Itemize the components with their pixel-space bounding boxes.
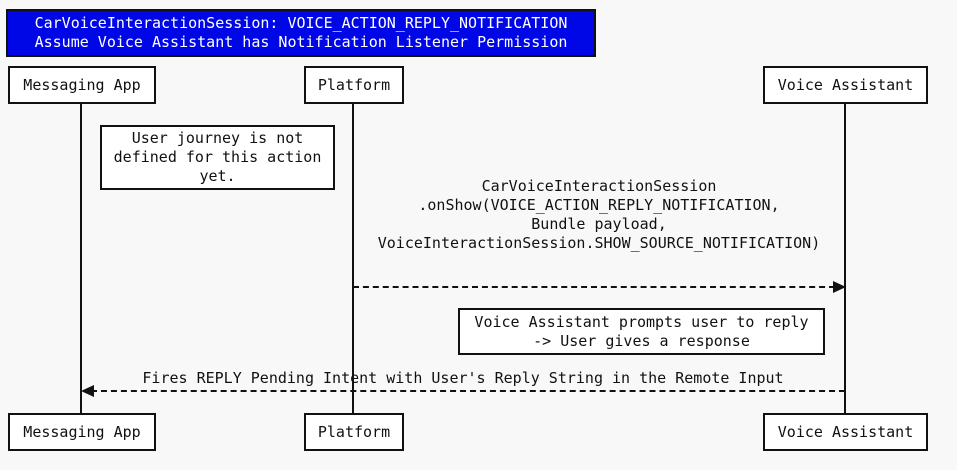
arrowhead-right-icon [833, 281, 846, 293]
message-onshow-arrow [353, 286, 835, 288]
participant-bottom-voice-assistant: Voice Assistant [763, 413, 928, 451]
note-voice-assistant-prompt: Voice Assistant prompts user to reply ->… [458, 308, 825, 355]
lifeline-voice-assistant [844, 104, 846, 414]
participant-top-voice-assistant: Voice Assistant [763, 66, 928, 104]
note-user-journey: User journey is not defined for this act… [100, 125, 335, 190]
lifeline-messaging-app [80, 104, 82, 414]
participant-top-platform: Platform [304, 66, 404, 104]
participant-bottom-messaging-app: Messaging App [8, 413, 156, 451]
arrowhead-left-icon [81, 385, 94, 397]
message-reply-intent-label: Fires REPLY Pending Intent with User's R… [142, 369, 784, 387]
participant-top-messaging-app: Messaging App [8, 66, 156, 104]
participant-bottom-platform: Platform [304, 413, 404, 451]
lifeline-platform [352, 104, 354, 414]
diagram-title-box: CarVoiceInteractionSession: VOICE_ACTION… [6, 9, 596, 57]
message-reply-intent-arrow [91, 390, 845, 392]
message-onshow-label: CarVoiceInteractionSession .onShow(VOICE… [377, 177, 821, 252]
